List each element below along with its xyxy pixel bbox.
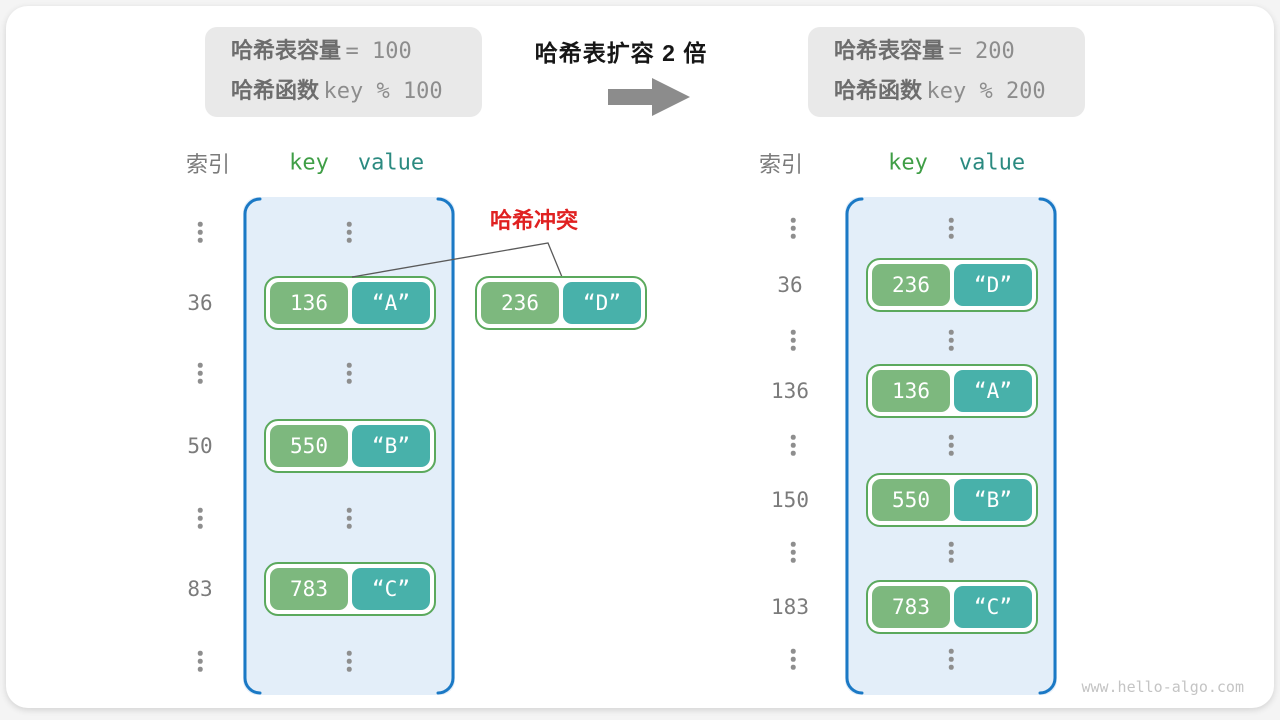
right-index-136: 136 xyxy=(771,379,809,403)
pair-783-C: 783 “C” xyxy=(264,562,436,616)
ellipsis-icon xyxy=(790,217,796,239)
pair-value: “B” xyxy=(954,479,1032,521)
expand-title: 哈希表扩容 2 倍 xyxy=(534,40,708,66)
right-key-header: key xyxy=(888,150,928,176)
ellipsis-icon xyxy=(197,221,203,243)
pair-key: 550 xyxy=(872,479,950,521)
old-hash-label: 哈希函数 xyxy=(231,77,320,103)
right-bracket-border xyxy=(845,197,1057,695)
pair-key: 136 xyxy=(270,282,348,324)
old-capacity-line: 哈希表容量 = 100 xyxy=(231,37,482,68)
right-index-header: 索引 xyxy=(758,152,804,177)
ellipsis-icon xyxy=(948,329,954,351)
ellipsis-icon xyxy=(790,434,796,456)
pair-236-D: 236 “D” xyxy=(866,258,1038,312)
arrow-head xyxy=(652,78,690,116)
new-capacity-line: 哈希表容量 = 200 xyxy=(834,37,1085,68)
left-value-header: value xyxy=(357,150,425,176)
new-hash-line: 哈希函数 key % 200 xyxy=(834,77,1085,108)
pair-136-A: 136 “A” xyxy=(264,276,436,330)
pair-key: 783 xyxy=(270,568,348,610)
ellipsis-icon xyxy=(948,648,954,670)
pair-550-B: 550 “B” xyxy=(264,419,436,473)
right-index-183: 183 xyxy=(771,595,809,619)
new-capacity-label: 哈希表容量 xyxy=(834,37,945,63)
ellipsis-icon xyxy=(790,329,796,351)
diagram-card-background xyxy=(6,6,1274,708)
ellipsis-icon xyxy=(948,434,954,456)
new-capacity-value: = 200 xyxy=(948,38,1015,64)
pair-236-D-colliding: 236 “D” xyxy=(475,276,647,330)
pair-value: “B” xyxy=(352,425,430,467)
new-hash-label: 哈希函数 xyxy=(834,77,923,103)
old-hash-line: 哈希函数 key % 100 xyxy=(231,77,482,108)
old-hash-value: key % 100 xyxy=(323,78,443,104)
pair-key: 783 xyxy=(872,586,950,628)
right-index-36: 36 xyxy=(777,273,803,297)
right-index-150: 150 xyxy=(771,488,809,512)
ellipsis-icon xyxy=(197,650,203,672)
ellipsis-icon xyxy=(948,541,954,563)
ellipsis-icon xyxy=(197,362,203,384)
pair-550-B: 550 “B” xyxy=(866,473,1038,527)
pair-value: “D” xyxy=(563,282,641,324)
pair-783-C: 783 “C” xyxy=(866,580,1038,634)
old-capacity-value: = 100 xyxy=(345,38,412,64)
left-index-header: 索引 xyxy=(185,152,231,177)
ellipsis-icon xyxy=(346,650,352,672)
arrow-shaft xyxy=(608,89,652,105)
collision-label: 哈希冲突 xyxy=(490,208,579,233)
ellipsis-icon xyxy=(197,507,203,529)
left-index-36: 36 xyxy=(187,291,213,315)
left-bracket-border xyxy=(243,197,455,695)
pair-value: “D” xyxy=(954,264,1032,306)
site-watermark: www.hello-algo.com xyxy=(1081,678,1244,696)
old-capacity-label: 哈希表容量 xyxy=(231,37,342,63)
left-index-83: 83 xyxy=(187,577,213,601)
ellipsis-icon xyxy=(346,221,352,243)
pair-136-A: 136 “A” xyxy=(866,364,1038,418)
pair-value: “A” xyxy=(352,282,430,324)
ellipsis-icon xyxy=(948,217,954,239)
left-key-header: key xyxy=(289,150,329,176)
pair-value: “A” xyxy=(954,370,1032,412)
pair-key: 136 xyxy=(872,370,950,412)
ellipsis-icon xyxy=(346,362,352,384)
pair-key: 236 xyxy=(872,264,950,306)
ellipsis-icon xyxy=(790,648,796,670)
ellipsis-icon xyxy=(346,507,352,529)
left-index-50: 50 xyxy=(187,434,213,458)
new-hash-value: key % 200 xyxy=(926,78,1046,104)
right-value-header: value xyxy=(958,150,1026,176)
new-table-info-box: 哈希表容量 = 200 哈希函数 key % 200 xyxy=(808,27,1085,117)
old-table-info-box: 哈希表容量 = 100 哈希函数 key % 100 xyxy=(205,27,482,117)
pair-value: “C” xyxy=(954,586,1032,628)
pair-key: 236 xyxy=(481,282,559,324)
ellipsis-icon xyxy=(790,541,796,563)
pair-value: “C” xyxy=(352,568,430,610)
pair-key: 550 xyxy=(270,425,348,467)
